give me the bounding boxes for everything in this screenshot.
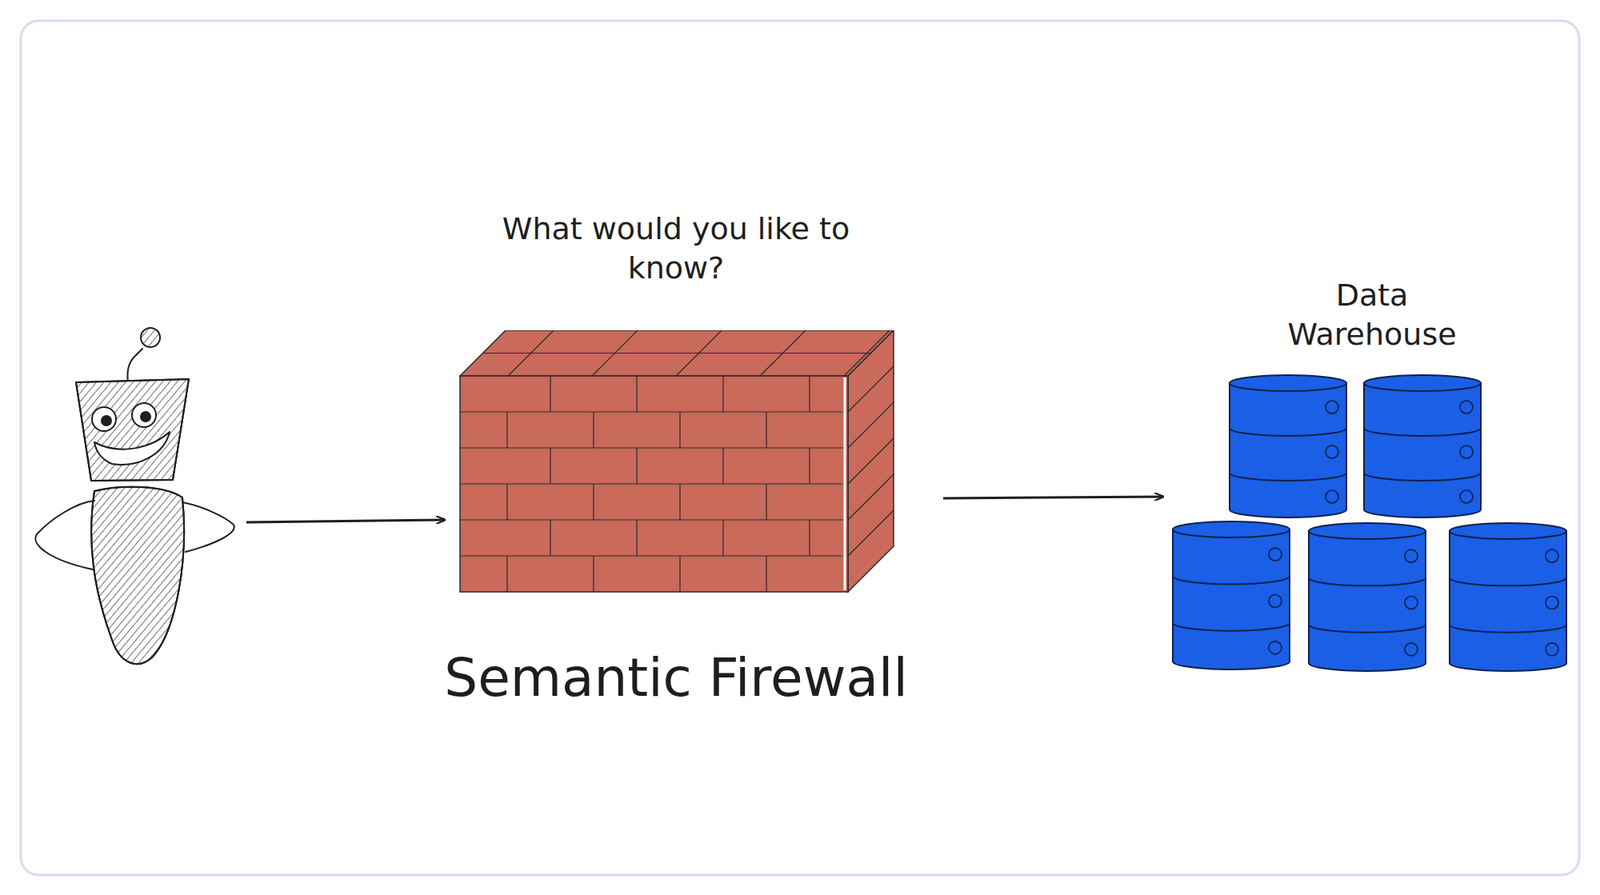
frame-panel	[20, 20, 1580, 876]
warehouse-node: Data Warehouse	[1168, 276, 1576, 680]
arrow-line	[246, 520, 445, 523]
robot-figure	[35, 328, 234, 664]
database-cylinder	[1449, 523, 1567, 672]
database-cylinder	[1364, 375, 1481, 518]
node-heading: Data Warehouse	[1272, 276, 1472, 356]
database-stack	[1172, 375, 1567, 672]
robot-arrow	[246, 520, 445, 523]
firewall-node: What would you like to know? Semantic Fir…	[412, 209, 940, 713]
database-cylinder	[1229, 375, 1347, 518]
warehouse-node-art	[1168, 371, 1576, 680]
brick-wall	[460, 330, 894, 592]
flow-arrow	[943, 496, 1164, 499]
node-label: Semantic Firewall	[444, 644, 908, 713]
database-cylinder	[1172, 521, 1290, 670]
firewall-node-art	[412, 330, 940, 595]
database-cylinder	[1308, 523, 1426, 672]
node-heading: What would you like to know?	[452, 209, 900, 289]
